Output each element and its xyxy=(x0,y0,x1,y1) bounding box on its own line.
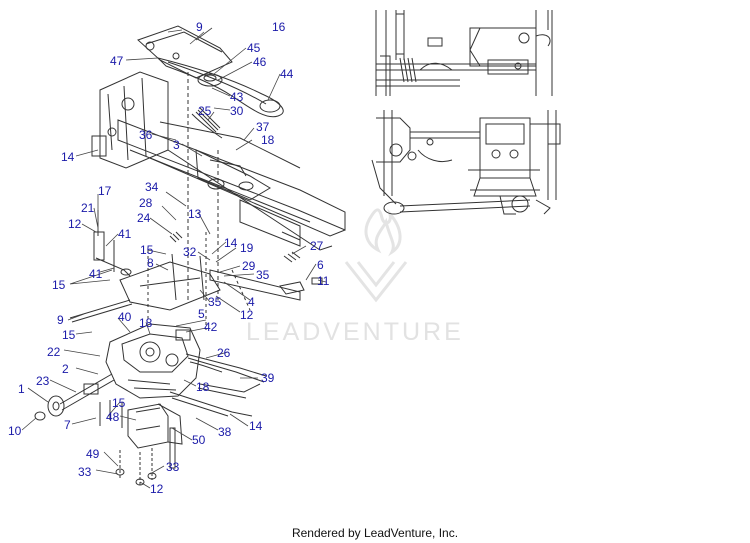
callout-label[interactable]: 33 xyxy=(166,460,180,474)
callout-label[interactable]: 47 xyxy=(110,54,124,68)
callout-label[interactable]: 14 xyxy=(249,419,263,433)
callout-label[interactable]: 13 xyxy=(188,207,202,221)
callout-label[interactable]: 5 xyxy=(198,307,205,321)
leader-lines xyxy=(21,27,327,489)
callout-label[interactable]: 41 xyxy=(118,227,132,241)
callout-label[interactable]: 28 xyxy=(139,196,153,210)
callout-label[interactable]: 10 xyxy=(8,424,22,438)
callout-label[interactable]: 44 xyxy=(280,67,294,81)
callout-label[interactable]: 50 xyxy=(192,433,206,447)
callout-label[interactable]: 42 xyxy=(204,320,218,334)
leadventure-logo-watermark xyxy=(344,208,408,303)
callout-label[interactable]: 4 xyxy=(248,295,255,309)
callout-label[interactable]: 14 xyxy=(61,150,75,164)
render-credit-footer: Rendered by LeadVenture, Inc. xyxy=(291,526,459,540)
callout-label[interactable]: 9 xyxy=(196,20,203,34)
callout-label[interactable]: 49 xyxy=(86,447,100,461)
callout-label[interactable]: 27 xyxy=(310,239,324,253)
inset-detail-lower xyxy=(371,110,561,215)
callout-label[interactable]: 11 xyxy=(317,274,330,288)
callout-label[interactable]: 26 xyxy=(217,346,231,360)
callout-label[interactable]: 17 xyxy=(98,184,112,198)
callout-label[interactable]: 25 xyxy=(198,104,212,118)
callout-label[interactable]: 1 xyxy=(18,382,25,396)
callout-label[interactable]: 40 xyxy=(118,310,132,324)
callout-label[interactable]: 15 xyxy=(140,243,154,257)
callout-label[interactable]: 12 xyxy=(150,482,164,496)
callout-label[interactable]: 14 xyxy=(224,236,238,250)
callout-label[interactable]: 7 xyxy=(64,418,71,432)
callout-label[interactable]: 41 xyxy=(89,267,103,281)
callout-label[interactable]: 24 xyxy=(137,211,151,225)
callout-label[interactable]: 12 xyxy=(240,308,254,322)
callout-label[interactable]: 45 xyxy=(247,41,261,55)
callout-label[interactable]: 48 xyxy=(106,410,120,424)
callout-label[interactable]: 35 xyxy=(256,268,270,282)
callout-label[interactable]: 15 xyxy=(52,278,66,292)
callout-label[interactable]: 38 xyxy=(218,425,232,439)
linkage-assembly xyxy=(69,210,323,330)
leadventure-watermark: LEADVENTURE xyxy=(246,318,464,346)
callout-label[interactable]: 16 xyxy=(272,20,286,34)
callout-label[interactable]: 35 xyxy=(208,295,222,309)
callout-label[interactable]: 36 xyxy=(139,128,153,142)
transaxle-assembly xyxy=(34,323,267,486)
callout-label[interactable]: 32 xyxy=(183,245,197,259)
callout-label[interactable]: 18 xyxy=(196,380,210,394)
callout-label[interactable]: 37 xyxy=(256,120,270,134)
inset-detail-upper xyxy=(375,10,553,96)
callout-label[interactable]: 18 xyxy=(139,316,153,330)
callout-label[interactable]: 8 xyxy=(147,256,154,270)
callout-label[interactable]: 21 xyxy=(81,201,95,215)
callout-label[interactable]: 23 xyxy=(36,374,50,388)
callout-label[interactable]: 18 xyxy=(261,133,275,147)
callout-label[interactable]: 2 xyxy=(62,362,69,376)
callout-label[interactable]: 46 xyxy=(253,55,267,69)
callout-label[interactable]: 22 xyxy=(47,345,61,359)
callout-label[interactable]: 39 xyxy=(261,371,275,385)
callout-label[interactable]: 15 xyxy=(62,328,76,342)
callout-label[interactable]: 9 xyxy=(57,313,64,327)
callout-label[interactable]: 29 xyxy=(242,259,256,273)
callout-label[interactable]: 34 xyxy=(145,180,159,194)
callout-label[interactable]: 43 xyxy=(230,90,244,104)
callout-label[interactable]: 12 xyxy=(68,217,82,231)
callout-label[interactable]: 33 xyxy=(78,465,92,479)
callout-label[interactable]: 15 xyxy=(112,396,126,410)
frame-assembly xyxy=(91,25,346,300)
callout-label[interactable]: 30 xyxy=(230,104,244,118)
callout-label[interactable]: 6 xyxy=(317,258,324,272)
callout-label[interactable]: 19 xyxy=(240,241,254,255)
callout-label[interactable]: 3 xyxy=(173,138,180,152)
